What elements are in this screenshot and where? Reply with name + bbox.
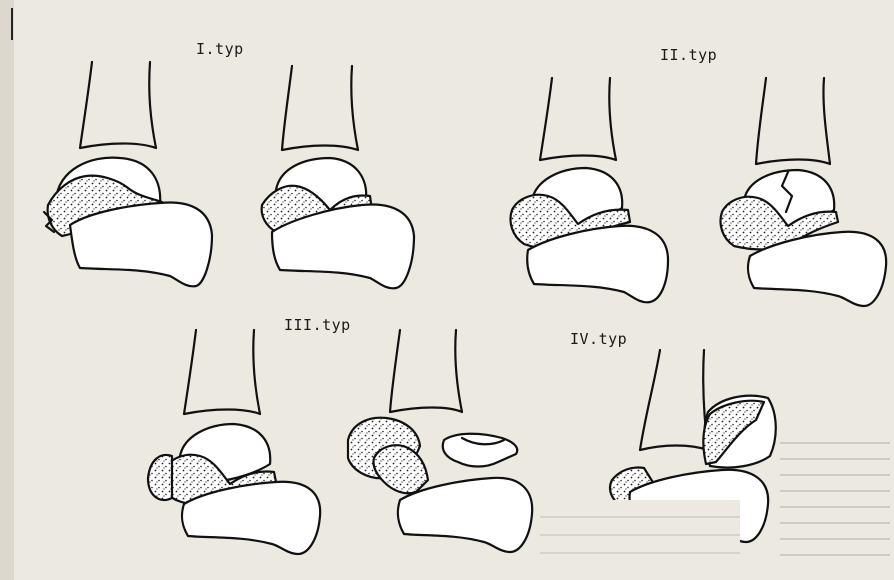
panel-label-type-3: III.typ	[284, 316, 351, 334]
bleed-through-block	[780, 428, 890, 568]
page-edge-left	[0, 0, 14, 580]
panel-label-type-1: I.typ	[196, 40, 244, 58]
panel-label-type-4: IV.typ	[570, 330, 627, 348]
bleed-through-block	[540, 500, 740, 570]
panel-label-type-2: II.typ	[660, 46, 717, 64]
